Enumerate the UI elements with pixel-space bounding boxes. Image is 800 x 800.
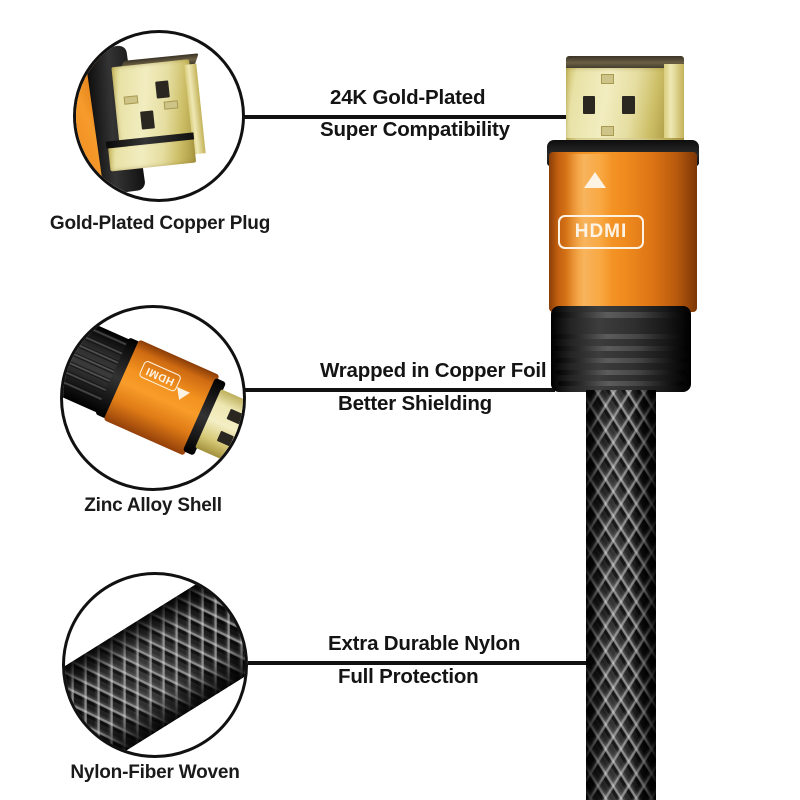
connector-hdmi-logo: HDMI bbox=[558, 215, 644, 249]
boot-rib bbox=[558, 381, 684, 386]
boot-rib bbox=[555, 358, 687, 363]
connector-triangle-icon bbox=[584, 172, 606, 188]
feature-text-1a: 24K Gold-Plated bbox=[330, 86, 486, 109]
product-braided-cable bbox=[586, 390, 656, 800]
connector-gold-face bbox=[566, 68, 670, 146]
leader-line-1 bbox=[243, 115, 573, 119]
feature-text-2a: Wrapped in Copper Foil bbox=[320, 359, 547, 382]
boot-rib bbox=[556, 370, 686, 375]
connector-contact-right bbox=[622, 96, 635, 114]
callout-circle-gold-plated-copper-plug bbox=[73, 30, 245, 202]
leader-line-3 bbox=[248, 661, 590, 665]
leader-line-2 bbox=[243, 388, 555, 392]
boot-rib bbox=[553, 312, 689, 318]
feature-text-3a: Extra Durable Nylon bbox=[328, 632, 521, 655]
connector-notch-top bbox=[601, 74, 614, 84]
callout-circle-nylon-fiber-woven bbox=[62, 572, 248, 758]
callout-label-nylon-fiber-woven: Nylon-Fiber Woven bbox=[70, 762, 240, 783]
callout-label-zinc-alloy-shell: Zinc Alloy Shell bbox=[84, 495, 222, 516]
feature-text-2b: Better Shielding bbox=[338, 392, 492, 415]
callout-label-gold-plated-copper-plug: Gold-Plated Copper Plug bbox=[49, 213, 271, 234]
connector-notch-bottom bbox=[601, 126, 614, 136]
connector-gold-top-bevel bbox=[566, 56, 684, 71]
feature-text-1b: Super Compatibility bbox=[320, 118, 510, 141]
boot-rib bbox=[554, 346, 688, 351]
connector-orange-shell bbox=[549, 152, 697, 312]
boot-rib bbox=[553, 334, 689, 339]
feature-text-3b: Full Protection bbox=[338, 665, 479, 688]
connector-gold-right-edge bbox=[664, 64, 684, 144]
callout-circle-zinc-alloy-shell: HDMI bbox=[60, 305, 246, 491]
connector-contact-left bbox=[583, 96, 595, 114]
